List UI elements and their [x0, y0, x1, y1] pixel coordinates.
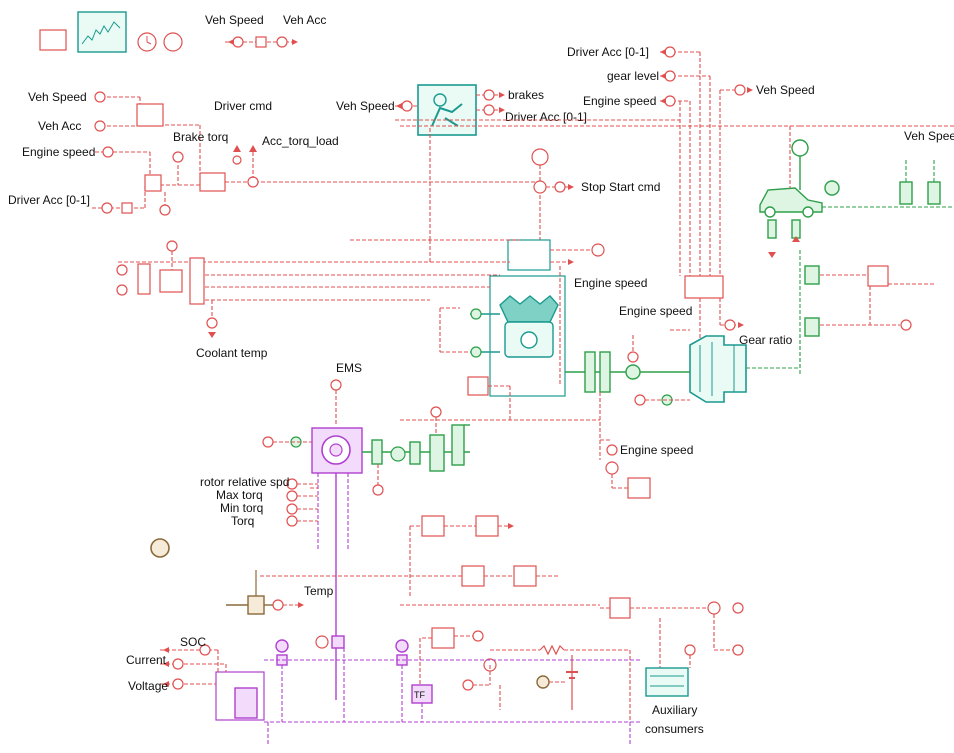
- label-ems: EMS: [336, 361, 362, 375]
- label-rotor-relative-spd: rotor relative spd: [200, 475, 289, 489]
- label-tf: TF: [414, 690, 425, 700]
- vehicle-block: [760, 126, 954, 258]
- stop-icon: [164, 33, 182, 51]
- label-stop-start-cmd: Stop Start cmd: [581, 180, 660, 194]
- label-soc: SOC: [180, 635, 206, 649]
- thermal-source-icon: [151, 539, 169, 557]
- label-gear-level: gear level: [607, 69, 659, 83]
- stop-time-block: [40, 30, 66, 50]
- auxiliary-consumers-block: [646, 668, 688, 696]
- label-driver-acc-out: Driver Acc [0-1]: [505, 110, 587, 124]
- driver-controller-block: [137, 104, 163, 126]
- label-consumers: consumers: [645, 722, 704, 736]
- label-veh-acc-top: Veh Acc: [283, 13, 326, 27]
- label-veh-speed-left: Veh Speed: [28, 90, 87, 104]
- label-max-torq: Max torq: [216, 488, 263, 502]
- label-engine-speed-low: Engine speed: [620, 443, 693, 457]
- label-veh-speed-top: Veh Speed: [205, 13, 264, 27]
- label-brake-torq: Brake torq: [173, 130, 228, 144]
- power-sensors: [276, 636, 408, 665]
- drive-cycle-plot-block: [78, 12, 126, 52]
- label-driver-acc-left: Driver Acc [0-1]: [8, 193, 90, 207]
- engine-clutch-path: [565, 335, 690, 460]
- label-engine-speed-mid: Engine speed: [574, 276, 647, 290]
- stop-start-chain: [532, 149, 574, 242]
- label-veh-speed-driver: Veh Speed: [336, 99, 395, 113]
- driver-model-block: [418, 85, 476, 135]
- electrical-bus: [264, 648, 640, 745]
- label-veh-speed-right: Veh Speed: [756, 83, 815, 97]
- label-driver-cmd: Driver cmd: [214, 99, 272, 113]
- battery-circuit: [420, 628, 630, 720]
- label-veh-speed-far: Veh Spee: [904, 129, 954, 143]
- label-min-torq: Min torq: [220, 501, 263, 515]
- label-temp: Temp: [304, 584, 334, 598]
- label-engine-speed-right: Engine speed: [583, 94, 656, 108]
- right-driveline-modules: [800, 250, 935, 375]
- engine-control-block: [508, 240, 604, 270]
- label-acc-torq-load: Acc_torq_load: [262, 134, 339, 148]
- brake-acc-split-block: [200, 173, 225, 191]
- label-engine-speed-gear: Engine speed: [619, 304, 692, 318]
- label-brakes: brakes: [508, 88, 544, 102]
- gearbox-controller-wires: [660, 47, 753, 298]
- label-torq: Torq: [231, 514, 254, 528]
- top-speed-acc-sensors: [225, 37, 298, 47]
- label-gear-ratio: Gear ratio: [739, 333, 793, 347]
- label-auxiliary: Auxiliary: [652, 703, 697, 717]
- label-veh-acc-left: Veh Acc: [38, 119, 81, 133]
- label-driver-acc-right: Driver Acc [0-1]: [567, 45, 649, 59]
- upper-cross-wires: [395, 120, 954, 240]
- label-coolant-temp: Coolant temp: [196, 346, 268, 360]
- label-voltage: Voltage: [128, 679, 168, 693]
- engine-block: [490, 276, 565, 396]
- coolant-block: [117, 241, 204, 304]
- label-current: Current: [126, 653, 167, 667]
- gearbox-controller-block: [685, 276, 723, 298]
- ems-motor-block: [263, 380, 362, 700]
- label-engine-speed-left: Engine speed: [22, 145, 95, 159]
- battery-pack-block: [160, 645, 264, 720]
- clock-icon: [138, 33, 156, 51]
